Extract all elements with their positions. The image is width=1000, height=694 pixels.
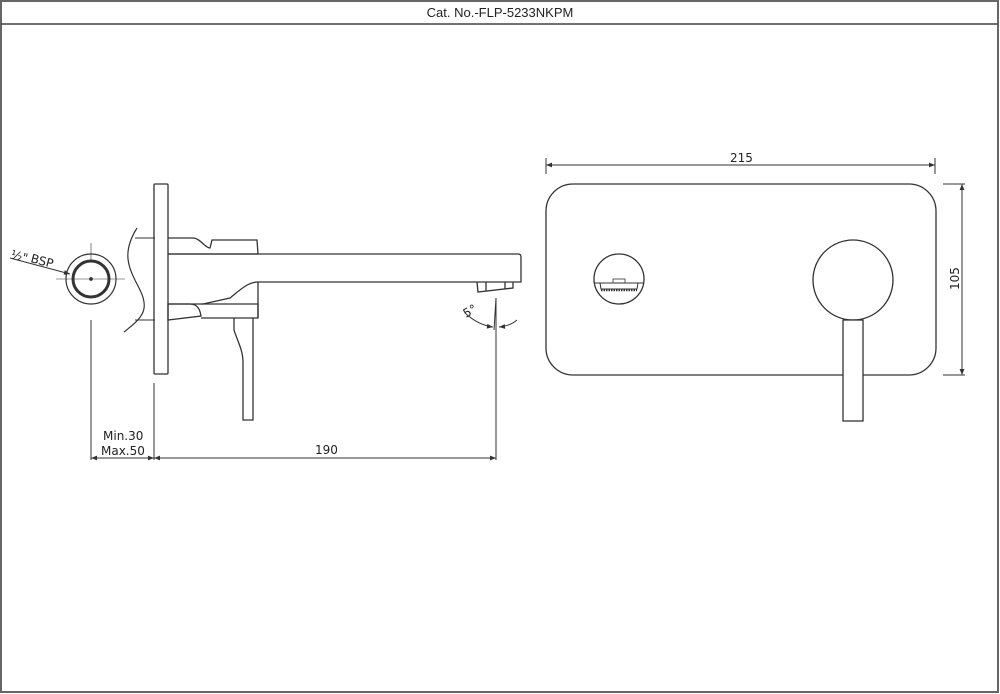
front-view <box>545 158 965 422</box>
bsp-leader <box>9 257 71 275</box>
wall-gap-max-label: Max.50 <box>101 444 145 458</box>
catalog-number: Cat. No.-FLP-5233NKPM <box>426 4 574 20</box>
lever-handle-side <box>233 318 254 421</box>
wall-gap-min-label: Min.30 <box>103 429 143 443</box>
aerator <box>476 281 514 293</box>
wall-break-line <box>123 227 145 333</box>
inlet-connection-icon <box>56 243 125 460</box>
angle-label: 5° <box>461 302 480 321</box>
inlet-fraction-label: ½" <box>9 247 29 265</box>
mixer-knob <box>812 239 894 321</box>
spout-outlet-icon <box>593 253 645 305</box>
cover-plate <box>545 183 937 376</box>
spout-projection-label: 190 <box>315 443 338 457</box>
plate-height-label: 105 <box>948 267 962 290</box>
inlet-bsp-label: BSP <box>29 251 55 270</box>
spout <box>168 253 522 305</box>
wall-plate-side <box>153 183 169 375</box>
plate-width-label: 215 <box>730 151 753 165</box>
title-bar: Cat. No.-FLP-5233NKPM <box>0 0 1000 24</box>
side-view <box>9 183 522 461</box>
lever-handle-front <box>842 319 864 422</box>
